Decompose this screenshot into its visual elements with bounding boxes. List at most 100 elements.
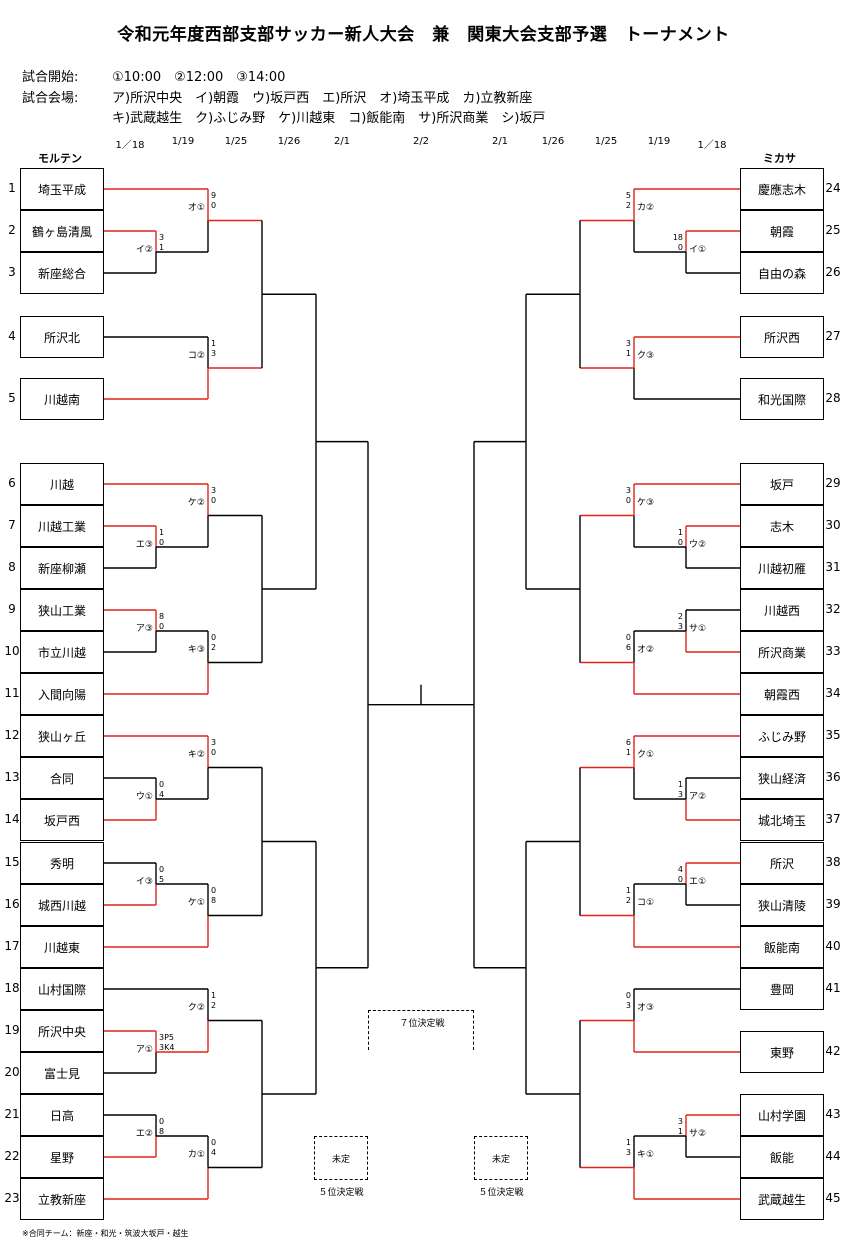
match-venue: オ① — [187, 203, 205, 213]
match-score-top: 1 — [159, 528, 165, 537]
team-box: 川越西 — [740, 589, 824, 631]
team-number: 1 — [8, 181, 16, 195]
match-score-bottom: 1 — [625, 349, 631, 358]
match-score-bottom: 0 — [625, 496, 631, 505]
team-number: 22 — [4, 1149, 20, 1163]
team-number: 6 — [8, 476, 16, 490]
fifth-place-match-box-left: 未定 — [314, 1136, 368, 1180]
match-venue: オ② — [637, 645, 655, 655]
team-number: 3 — [8, 265, 16, 279]
round-date: 1/26 — [541, 136, 565, 147]
match-score-top: 1 — [211, 991, 217, 1000]
match-score-bottom: 6 — [625, 643, 631, 652]
team-box: 所沢商業 — [740, 631, 824, 673]
team-box: 飯能 — [740, 1136, 824, 1178]
team-box: 東野 — [740, 1031, 824, 1073]
match-venue: イ① — [689, 245, 707, 255]
match-score-bottom: 2 — [211, 1001, 217, 1010]
team-box: 飯能南 — [740, 926, 824, 968]
match-score-top: 9 — [211, 191, 217, 200]
team-box: 和光国際 — [740, 378, 824, 420]
match-score-bottom: 3K4 — [159, 1043, 175, 1052]
match-score-bottom: 1 — [159, 243, 165, 252]
team-box: 新座柳瀬 — [20, 547, 104, 589]
round-date: 1／18 — [697, 140, 727, 151]
team-number: 41 — [825, 981, 841, 995]
seventh-place-match-box — [368, 1010, 474, 1050]
team-box: 武蔵越生 — [740, 1178, 824, 1220]
team-number: 26 — [825, 265, 841, 279]
match-score-bottom: 5 — [159, 875, 165, 884]
round-date: 1/25 — [224, 136, 248, 147]
team-box: 朝霞 — [740, 210, 824, 252]
match-venue: ア② — [689, 792, 707, 802]
fifth-place-caption-right: ５位決定戦 — [478, 1188, 524, 1198]
match-score-bottom: 3 — [677, 622, 683, 631]
team-box: 豊岡 — [740, 968, 824, 1010]
team-box: 慶應志木 — [740, 168, 824, 210]
team-box: 所沢 — [740, 842, 824, 884]
match-score-top: 8 — [159, 612, 165, 621]
team-box: 坂戸西 — [20, 799, 104, 841]
team-number: 8 — [8, 560, 16, 574]
match-venue: コ② — [187, 351, 205, 361]
team-box: 所沢西 — [740, 316, 824, 358]
team-box: 所沢中央 — [20, 1010, 104, 1052]
team-number: 27 — [825, 329, 841, 343]
team-box: 秀明 — [20, 842, 104, 884]
team-number: 36 — [825, 770, 841, 784]
match-score-bottom: 0 — [211, 201, 217, 210]
team-number: 40 — [825, 939, 841, 953]
match-venue: ク① — [637, 750, 655, 760]
left-bracket-header: モルテン — [38, 152, 82, 165]
right-bracket-header: ミカサ — [763, 152, 796, 165]
team-box: 狭山清陵 — [740, 884, 824, 926]
team-number: 2 — [8, 223, 16, 237]
seventh-place-caption: ７位決定戦 — [399, 1019, 445, 1029]
round-date: 2/1 — [333, 136, 351, 147]
match-score-bottom: 2 — [625, 896, 631, 905]
match-score-top: 18 — [672, 233, 683, 242]
match-venue: キ① — [637, 1150, 655, 1160]
match-venue: ア① — [135, 1045, 153, 1055]
match-score-top: 3 — [159, 233, 165, 242]
match-score-bottom: 1 — [625, 748, 631, 757]
fifth-place-match-box-right: 未定 — [474, 1136, 528, 1180]
match-venue: イ② — [135, 245, 153, 255]
team-number: 29 — [825, 476, 841, 490]
match-score-bottom: 4 — [159, 790, 165, 799]
match-score-top: 1 — [677, 528, 683, 537]
match-venue: ケ② — [187, 498, 205, 508]
team-box: 川越 — [20, 463, 104, 505]
match-score-top: 1 — [211, 339, 217, 348]
team-number: 19 — [4, 1023, 20, 1037]
team-box: 川越東 — [20, 926, 104, 968]
match-score-top: 0 — [625, 633, 631, 642]
match-score-top: 0 — [211, 1138, 217, 1147]
team-box: 坂戸 — [740, 463, 824, 505]
team-box: 狭山ヶ丘 — [20, 715, 104, 757]
match-venue: キ③ — [187, 645, 205, 655]
match-score-bottom: 0 — [677, 243, 683, 252]
match-venue: コ① — [637, 898, 655, 908]
footnote: ※合同チーム：新座・和光・筑波大坂戸・越生 — [22, 1229, 189, 1238]
match-score-bottom: 0 — [159, 622, 165, 631]
match-score-bottom: 4 — [211, 1148, 217, 1157]
team-number: 15 — [4, 855, 20, 869]
venue-line-2: キ)武蔵越生 ク)ふじみ野 ケ)川越東 コ)飯能南 サ)所沢商業 シ)坂戸 — [112, 111, 546, 126]
match-score-bottom: 8 — [159, 1127, 165, 1136]
venue-line-1: ア)所沢中央 イ)朝霞 ウ)坂戸西 エ)所沢 オ)埼玉平成 カ)立教新座 — [112, 91, 533, 106]
team-number: 23 — [4, 1191, 20, 1205]
team-number: 5 — [8, 391, 16, 405]
team-box: 山村学園 — [740, 1094, 824, 1136]
match-score-top: 6 — [625, 738, 631, 747]
team-number: 4 — [8, 329, 16, 343]
match-venue: ケ③ — [637, 498, 655, 508]
match-score-top: 1 — [625, 1138, 631, 1147]
round-date-final: 2/2 — [412, 136, 430, 147]
match-score-bottom: 0 — [677, 538, 683, 547]
match-venue: エ① — [689, 877, 707, 887]
team-number: 16 — [4, 897, 20, 911]
team-number: 14 — [4, 812, 20, 826]
